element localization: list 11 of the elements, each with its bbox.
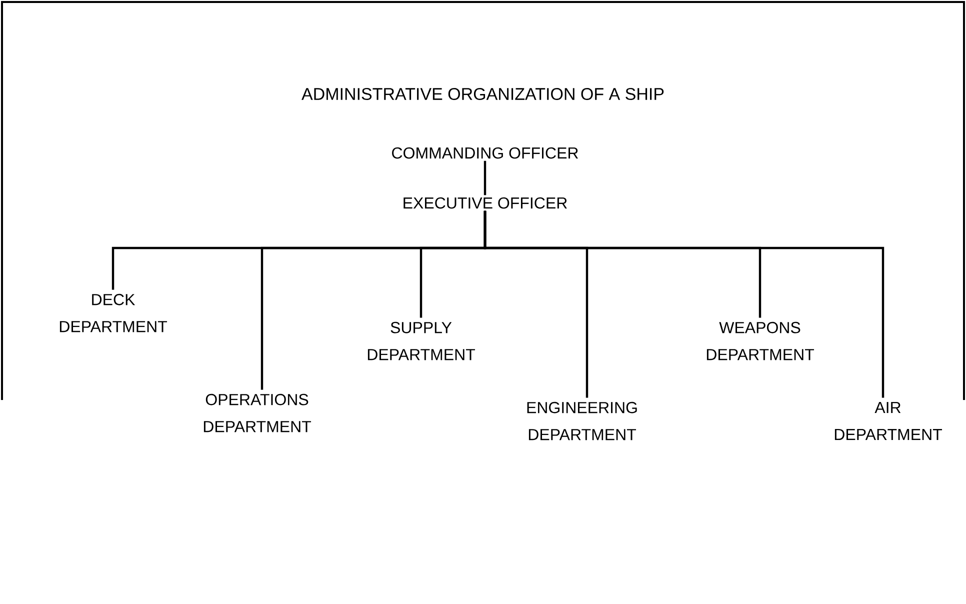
department-label: SUPPLY DEPARTMENT xyxy=(368,322,476,360)
department-label: AIR DEPARTMENT xyxy=(834,402,942,440)
department-label: ENGINEERING DEPARTMENT xyxy=(527,402,637,440)
department-label: DECK DEPARTMENT xyxy=(60,294,168,332)
officer-label: EXECUTIVE OFFICER xyxy=(404,197,567,209)
connector-line xyxy=(484,210,884,398)
title: ADMINISTRATIVE ORGANIZATION OF A SHIP xyxy=(302,88,664,100)
department-label: OPERATIONS DEPARTMENT xyxy=(204,394,312,432)
department-label: WEAPONS DEPARTMENT xyxy=(706,322,814,360)
officer-label: COMMANDING OFFICER xyxy=(392,147,578,159)
connector-line xyxy=(484,160,486,196)
